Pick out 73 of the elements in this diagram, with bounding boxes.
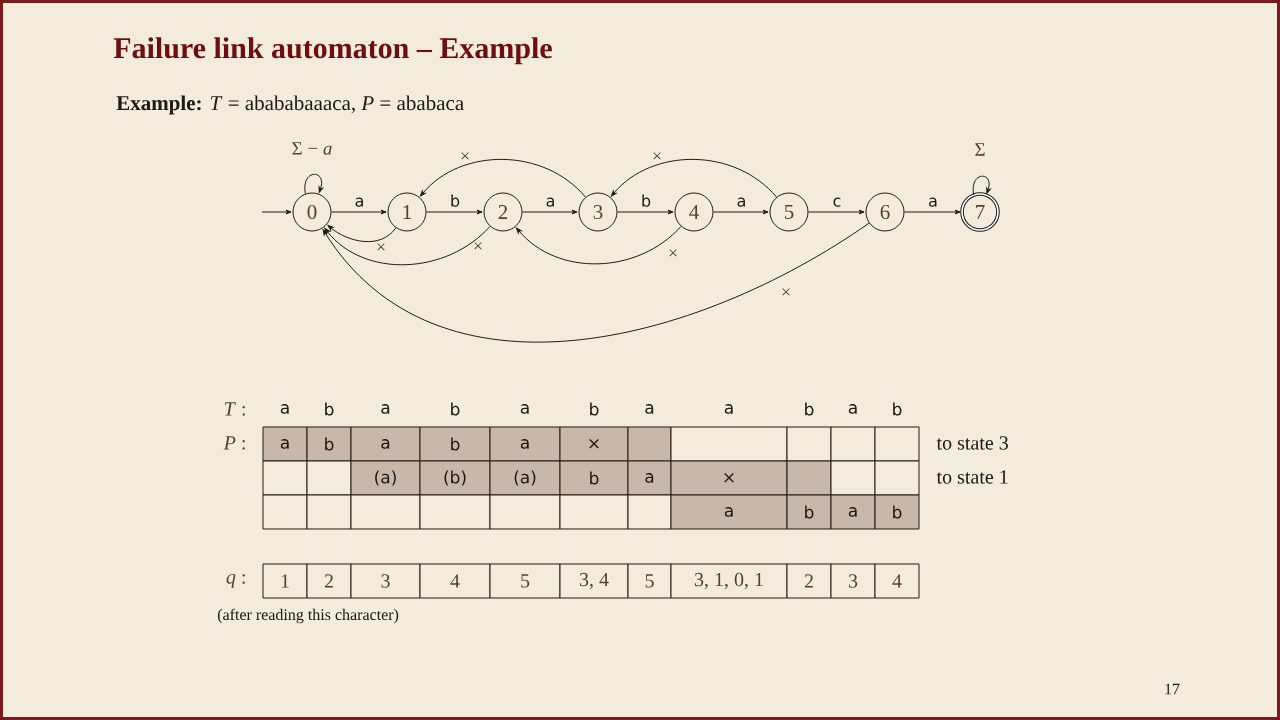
transition-arrow bbox=[808, 209, 865, 215]
state-cell: 4 bbox=[874, 563, 920, 599]
state-cell: 4 bbox=[419, 563, 491, 599]
text-letter: b bbox=[590, 402, 599, 416]
transition-arrow bbox=[617, 209, 674, 215]
edge-label: a bbox=[735, 196, 748, 208]
text-letter: b bbox=[805, 402, 814, 416]
failure-link-arrow bbox=[324, 226, 491, 266]
state-cell: 5 bbox=[489, 563, 561, 599]
transition-arrow bbox=[904, 209, 961, 215]
table-cell: b bbox=[419, 426, 491, 462]
text-letter: a bbox=[280, 404, 289, 414]
transition-arrow bbox=[713, 209, 769, 215]
failure-link-arrow bbox=[515, 226, 682, 265]
table-cell: × bbox=[559, 426, 629, 462]
row-note: to state 1 bbox=[936, 470, 1008, 484]
title: Failure link automaton – Example bbox=[113, 37, 552, 65]
failure-link-arrow bbox=[327, 224, 397, 243]
table-cell: b bbox=[559, 460, 629, 496]
table-cell: (a) bbox=[350, 460, 421, 496]
edge-label: a bbox=[544, 196, 557, 208]
start-arrow bbox=[261, 209, 292, 215]
row-label: P : bbox=[223, 436, 245, 450]
self-loop bbox=[304, 173, 324, 195]
example-line: Example: T = abababaaaca, P = ababaca bbox=[116, 95, 464, 115]
text-letter: a bbox=[724, 404, 733, 414]
edge-label: × bbox=[782, 288, 790, 296]
edge-label: × bbox=[461, 152, 469, 160]
text-letter: a bbox=[645, 404, 654, 414]
edge-label: Σ − a bbox=[290, 141, 334, 156]
edge-label: × bbox=[669, 249, 677, 257]
page-number: 17 bbox=[1165, 683, 1180, 695]
edge-label: c bbox=[831, 196, 843, 208]
edge-label: × bbox=[653, 152, 661, 160]
table-cell: a bbox=[489, 426, 561, 462]
state-cell: 2 bbox=[306, 563, 352, 599]
state-cell: 3 bbox=[830, 563, 876, 599]
transition-arrow bbox=[331, 209, 387, 215]
transition-arrow bbox=[426, 209, 483, 215]
table-cell: b bbox=[874, 494, 920, 530]
transition-arrow bbox=[522, 209, 578, 215]
failure-link-arrow bbox=[322, 222, 870, 343]
state-cell: 3, 4 bbox=[559, 563, 629, 599]
table-cell: a bbox=[262, 426, 308, 462]
edge-label: a bbox=[927, 196, 939, 208]
row-label: T : bbox=[224, 402, 245, 416]
edge-label: a bbox=[353, 196, 366, 208]
text-letter: b bbox=[325, 402, 334, 416]
table-cell: a bbox=[830, 494, 876, 530]
note: (after reading this character) bbox=[217, 608, 399, 624]
text-letter: a bbox=[848, 404, 857, 414]
text-letter: a bbox=[520, 404, 529, 414]
state-cell: 3 bbox=[350, 563, 421, 599]
text-letter: b bbox=[451, 402, 460, 416]
state-cell: 2 bbox=[786, 563, 832, 599]
table-cell: (b) bbox=[419, 460, 491, 496]
self-loop bbox=[972, 175, 991, 196]
table-cell: b bbox=[306, 426, 352, 462]
state-cell: 5 bbox=[627, 563, 672, 599]
row-note: to state 3 bbox=[936, 436, 1008, 450]
table-cell: a bbox=[627, 460, 672, 496]
row-label: q : bbox=[226, 574, 245, 588]
table-cell: b bbox=[786, 494, 832, 530]
edge-label: Σ bbox=[973, 142, 987, 157]
failure-link-arrow bbox=[610, 158, 777, 198]
table-cell: a bbox=[350, 426, 421, 462]
table-cell: (a) bbox=[489, 460, 561, 496]
failure-link-arrow bbox=[419, 158, 586, 198]
text-letter: b bbox=[893, 402, 902, 416]
text-letter: a bbox=[381, 404, 390, 414]
state-cell: 1 bbox=[262, 563, 308, 599]
edge-label: × bbox=[377, 243, 385, 251]
edge-label: × bbox=[474, 242, 482, 250]
